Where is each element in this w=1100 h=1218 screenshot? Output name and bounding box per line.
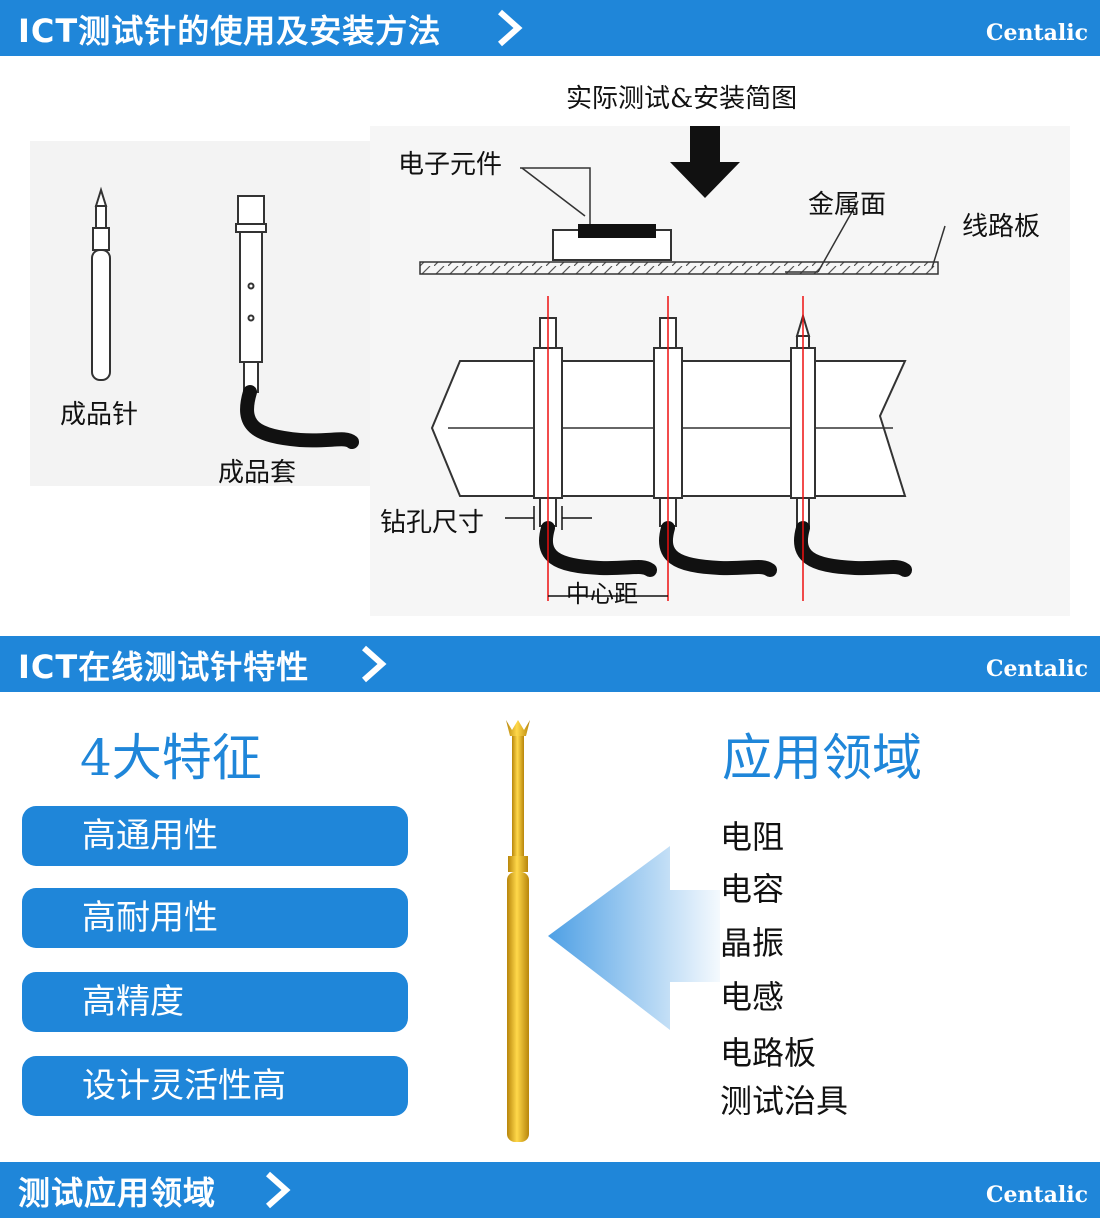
test-pin-illustration [506, 720, 720, 1142]
feature-pill: 设计灵活性高 [22, 1056, 408, 1116]
application-item: 电容 [720, 870, 785, 908]
installation-drawing [30, 126, 1070, 616]
applications-title: 应用领域 [722, 729, 922, 787]
chevron-right-icon [266, 1171, 291, 1209]
banner-title: ICT在线测试针特性 [18, 648, 310, 686]
feature-pill: 高耐用性 [22, 888, 408, 948]
section-banner-features: ICT在线测试针特性 Centalic [0, 636, 1100, 692]
hole-size-label: 钻孔尺寸 [380, 508, 485, 538]
banner-title: ICT测试针的使用及安装方法 [18, 12, 442, 50]
application-item: 测试治具 [720, 1082, 849, 1120]
sleeve-label: 成品套 [218, 458, 297, 488]
application-item: 电阻 [720, 818, 785, 856]
diagram-caption: 实际测试&安装简图 [566, 84, 798, 114]
board-label: 线路板 [962, 212, 1041, 242]
probe-drawing [91, 186, 111, 381]
section-banner-install: ICT测试针的使用及安装方法 Centalic [0, 0, 1100, 56]
pitch-label: 中心距 [566, 580, 638, 608]
component-label: 电子元件 [398, 150, 503, 180]
metal-surface-label: 金属面 [808, 190, 887, 220]
feature-pill: 高通用性 [22, 806, 408, 866]
down-arrow-icon [670, 126, 740, 198]
feature-pill: 高精度 [22, 972, 408, 1032]
brand-logo: Centalic [985, 1182, 1088, 1208]
application-item: 电路板 [720, 1034, 817, 1072]
brand-logo: Centalic [985, 20, 1088, 46]
chevron-right-icon [498, 9, 523, 47]
brand-logo: Centalic [985, 656, 1088, 682]
application-item: 晶振 [720, 924, 785, 962]
section-banner-applications: 测试应用领域 Centalic [0, 1162, 1100, 1218]
installation-diagram: 实际测试&安装简图 电子元件 金属面 线路板 成品针 成品套 钻孔尺寸 中心距 [0, 56, 1100, 636]
left-arrow-icon [548, 846, 720, 1030]
probe-label: 成品针 [60, 400, 139, 430]
features-title: 4大特征 [80, 729, 262, 787]
application-item: 电感 [720, 978, 785, 1016]
banner-title: 测试应用领域 [18, 1174, 217, 1212]
features-section: 4大特征 应用领域 高通用性 高耐用性 高精度 设计灵活性高 电阻 电容 晶振 … [0, 692, 1100, 1162]
sleeve-drawing [235, 195, 359, 449]
chevron-right-icon [362, 645, 387, 683]
